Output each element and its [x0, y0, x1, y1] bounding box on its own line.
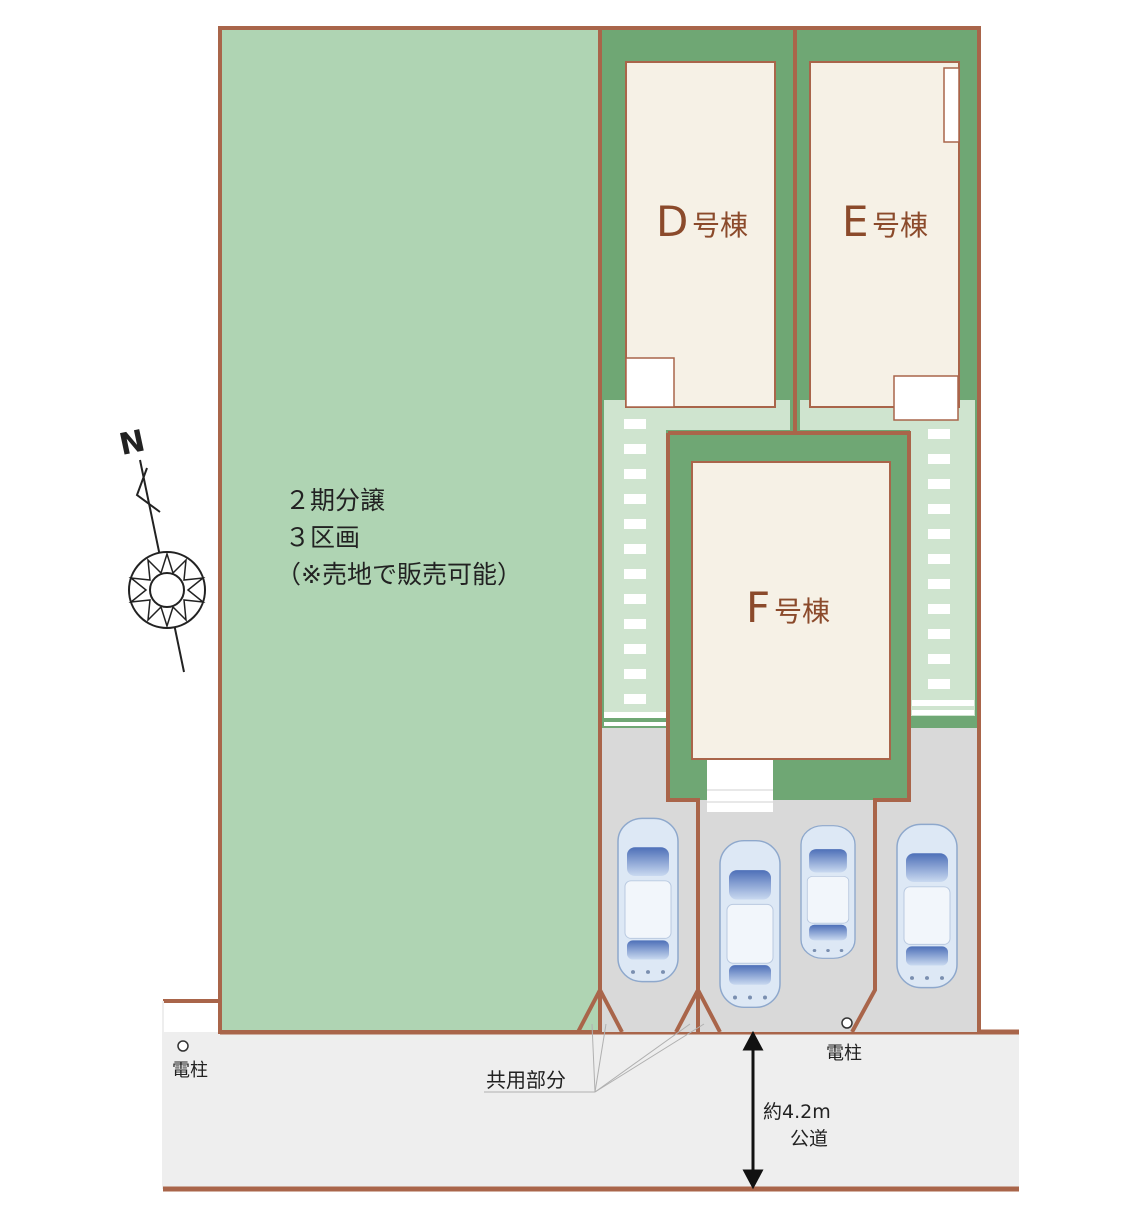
building-d-letter: D — [656, 197, 688, 246]
building-f-suffix: 号棟 — [774, 595, 830, 628]
public-road — [163, 1032, 1019, 1189]
building-f-letter: F — [746, 583, 770, 632]
building-e-bay — [943, 67, 960, 143]
lot-label-line1: ２期分譲 — [285, 486, 385, 515]
building-e — [809, 61, 960, 408]
car-4 — [896, 823, 958, 989]
lot-label-line2: ３区画 — [285, 523, 360, 552]
car-1 — [617, 817, 679, 983]
phase2-lot — [218, 26, 602, 1034]
car-2 — [719, 839, 781, 1009]
road-type-label: 公道 — [790, 1128, 828, 1150]
road-width-arrow — [742, 1030, 764, 1190]
building-d — [625, 61, 776, 408]
lot-label-line3: （※売地で販売可能） — [276, 560, 522, 589]
building-e-letter: E — [842, 197, 869, 246]
compass-north-label: N — [116, 423, 148, 462]
compass-rose-icon — [128, 459, 206, 673]
building-d-suffix: 号棟 — [692, 209, 748, 242]
common-area-marks — [576, 985, 722, 1033]
building-f-entrance — [707, 760, 773, 812]
car-3 — [800, 825, 856, 959]
building-e-entrance — [893, 375, 959, 421]
lot-boundaries — [598, 26, 981, 1033]
road-width-label: 約4.2m — [763, 1101, 831, 1123]
common-area-label: 共用部分 — [486, 1068, 566, 1092]
building-f — [691, 461, 891, 760]
building-d-entrance — [625, 357, 675, 408]
utility-pole-left-label: 電柱 — [172, 1060, 208, 1081]
stepping-stones-e — [912, 429, 974, 715]
building-e-suffix: 号棟 — [872, 209, 928, 242]
utility-pole-right-label: 電柱 — [826, 1043, 862, 1064]
common-area-leaders — [484, 1023, 705, 1093]
utility-pole-left-icon — [177, 1040, 189, 1052]
utility-pole-right-icon — [841, 1017, 853, 1029]
stepping-stones-d — [604, 419, 666, 726]
